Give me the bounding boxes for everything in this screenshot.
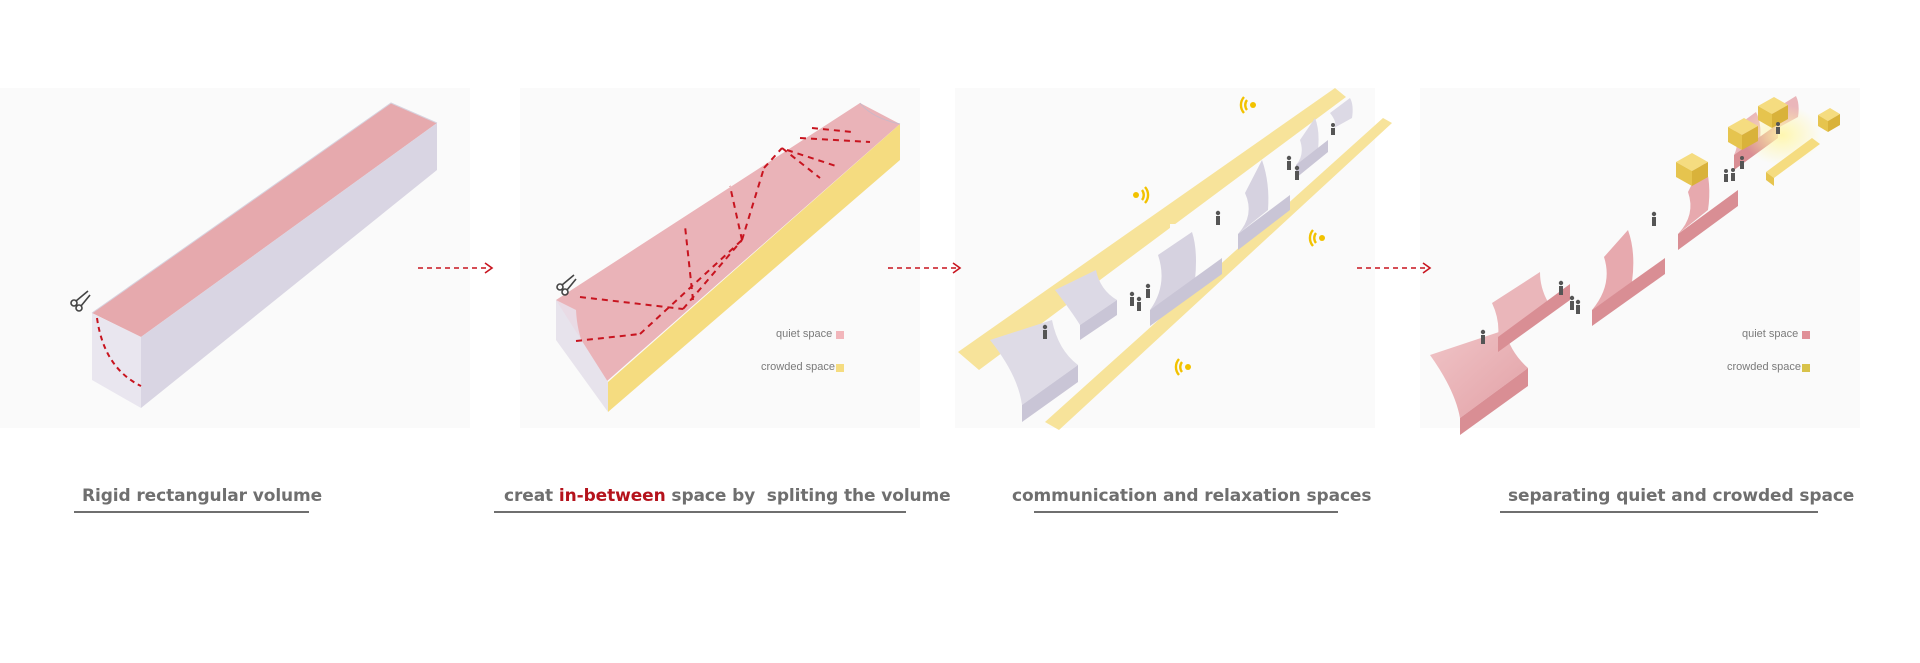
caption-step-2-highlight: in-between — [558, 486, 666, 506]
sound-wave-icon — [1174, 358, 1191, 376]
caption-step-2-pre: creat — [504, 486, 559, 506]
person-icon — [1215, 210, 1221, 225]
person-icon — [1129, 291, 1135, 306]
people-icons — [1042, 123, 1335, 339]
person-icon — [1136, 296, 1142, 311]
caption-step-2-post: space by spliting the volume — [665, 486, 951, 506]
person-icon — [1145, 283, 1151, 298]
rigid-volume — [91, 102, 438, 408]
arrow-right-icon — [1357, 262, 1432, 274]
person-icon — [1480, 329, 1486, 344]
person-icon — [1776, 122, 1780, 134]
separated-spaces — [1430, 96, 1840, 435]
caption-underline — [1500, 511, 1818, 513]
caption-underline — [1034, 511, 1338, 513]
scissors-icon — [70, 290, 91, 312]
person-icon — [1286, 155, 1292, 170]
scissors-icon — [556, 274, 577, 296]
person-icon — [1294, 165, 1300, 180]
person-icon — [1651, 211, 1657, 226]
person-icon — [1331, 123, 1335, 135]
communication-spaces — [958, 88, 1392, 430]
arrow-right-icon — [888, 262, 962, 274]
legend-crowded-label: crowded space — [1727, 361, 1801, 373]
split-volume — [556, 102, 901, 412]
person-icon — [1575, 299, 1581, 314]
caption-step-1: Rigid rectangular volume — [82, 486, 323, 506]
caption-step-3: communication and relaxation spaces — [1012, 486, 1372, 506]
sound-wave-icon — [1133, 186, 1150, 204]
legend-crowded-swatch — [1802, 364, 1810, 372]
arrow-right-icon — [418, 262, 494, 274]
caption-underline — [494, 511, 906, 513]
person-icon — [1042, 324, 1048, 339]
legend-crowded-label: crowded space — [761, 361, 835, 373]
caption-underline — [74, 511, 309, 513]
person-icon — [1740, 156, 1744, 169]
people-icons — [1480, 122, 1780, 344]
person-icon — [1569, 295, 1575, 310]
person-icon — [1724, 169, 1728, 182]
sound-wave-icons — [1133, 96, 1325, 376]
sound-wave-icon — [1239, 96, 1256, 114]
person-icon — [1731, 168, 1735, 181]
legend-quiet-label: quiet space — [1742, 328, 1799, 340]
sound-wave-icon — [1308, 229, 1325, 247]
legend-crowded-swatch — [836, 364, 844, 372]
legend-quiet-swatch — [836, 331, 844, 339]
legend-quiet-label: quiet space — [776, 328, 833, 340]
caption-step-2: creat in-between space by spliting the v… — [504, 486, 951, 506]
caption-step-4: separating quiet and crowded space — [1508, 486, 1855, 506]
person-icon — [1558, 280, 1564, 295]
legend-quiet-swatch — [1802, 331, 1810, 339]
